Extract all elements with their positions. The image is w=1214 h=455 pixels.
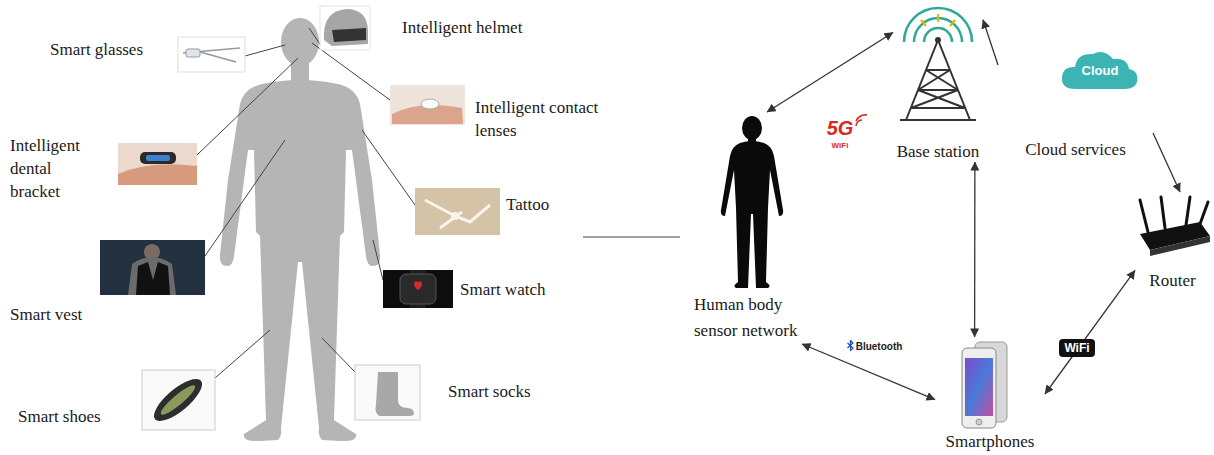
network-node: CloudCloud services <box>998 52 1153 160</box>
network-node: Router <box>1135 192 1210 290</box>
edge-label-box: 5G <box>827 117 854 139</box>
node-caption: Router <box>1149 272 1195 290</box>
network-label: 5G <box>827 117 854 139</box>
node-caption: Human body sensor network <box>694 292 812 344</box>
5g-signal <box>856 115 867 126</box>
node-caption: Smartphones <box>946 433 1035 451</box>
part-label: Intelligent helmet <box>402 18 572 38</box>
part-label: Smart watch <box>460 280 580 300</box>
base-station-tower <box>900 8 976 120</box>
icon-text: Cloud <box>1070 64 1130 78</box>
glasses-photo <box>178 37 245 72</box>
vest-photo <box>100 240 205 295</box>
node-caption: Base station <box>897 142 980 162</box>
bluetooth-label: Bluetooth <box>856 341 903 352</box>
watch-photo <box>383 270 453 308</box>
helmet-photo <box>320 6 370 50</box>
connector-arrow <box>983 20 998 65</box>
connector-arrow <box>1153 133 1180 192</box>
connector-arrow <box>1045 270 1135 394</box>
part-label: Intelligent contact lenses <box>475 96 610 142</box>
dental-bracket-photo <box>118 143 197 185</box>
bluetooth-symbol <box>847 341 853 351</box>
wifi-badge: WiFi <box>1064 341 1089 355</box>
smartphones-icon <box>962 342 1007 428</box>
part-label: Smart vest <box>10 305 110 325</box>
tattoo-photo <box>415 188 500 235</box>
network-node: Smartphones <box>935 337 1045 451</box>
bluetooth-symbol <box>847 340 854 351</box>
contact-lens-photo <box>390 85 465 125</box>
connector-arrow <box>974 162 976 337</box>
connector-arrow <box>767 32 893 112</box>
network-node: Base station <box>893 4 983 162</box>
network-node: Human body sensor network <box>690 112 830 344</box>
human-figure <box>721 116 783 288</box>
shoes-photo <box>142 370 215 430</box>
part-label: WiFi <box>828 141 852 150</box>
socks-photo <box>355 365 420 420</box>
part-label: Smart socks <box>448 382 558 402</box>
node-caption: Cloud services <box>1025 140 1126 160</box>
part-label: Intelligent dental bracket <box>10 134 95 203</box>
edge-label-box: Bluetooth <box>845 339 905 354</box>
router-icon <box>1140 197 1210 256</box>
cloud-icon <box>1062 52 1137 89</box>
part-label: Tattoo <box>506 195 566 215</box>
edge-label-box: WiFi <box>1059 339 1094 357</box>
leader-lines <box>197 28 680 378</box>
part-label: Smart shoes <box>18 407 133 427</box>
part-label: Smart glasses <box>50 40 175 60</box>
